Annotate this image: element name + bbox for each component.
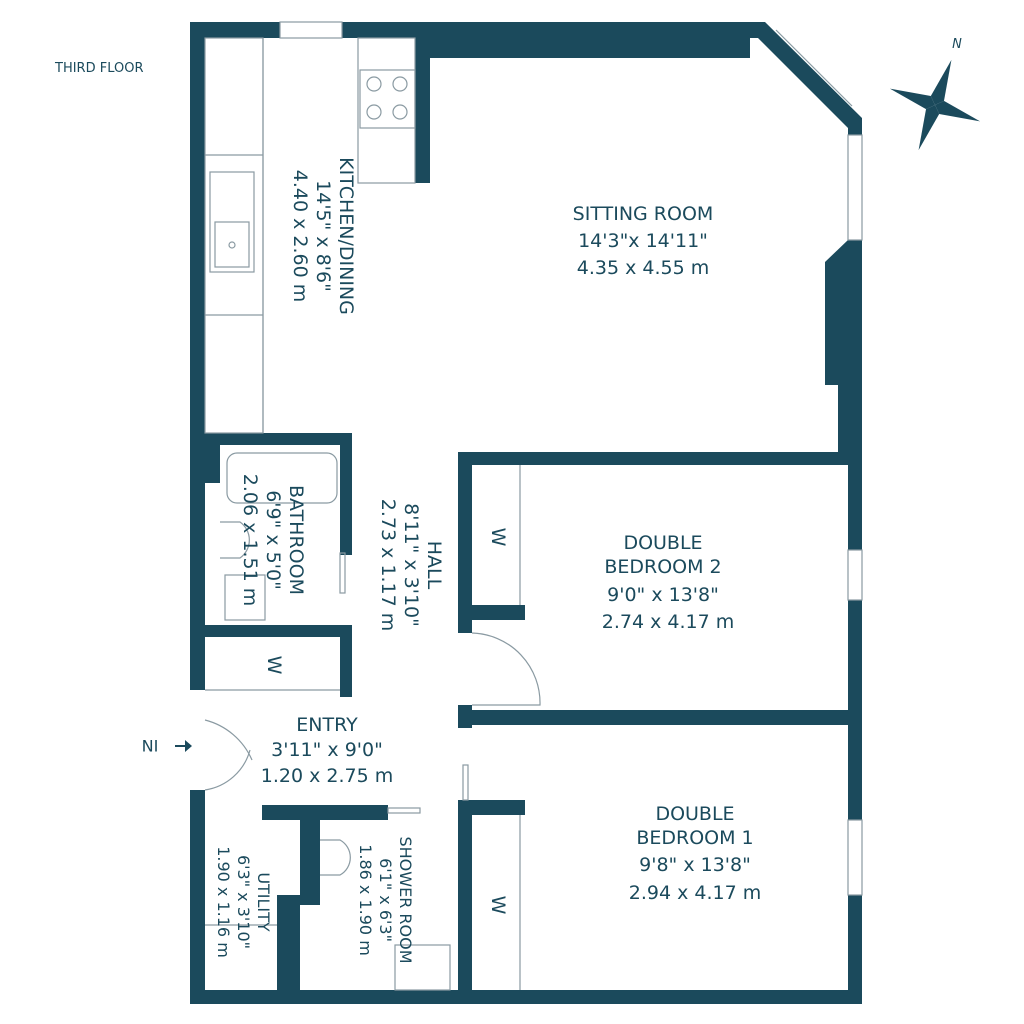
wardrobe-label-bedroom2: W (487, 528, 509, 547)
room-double-bedroom-1: DOUBLE BEDROOM 1 9'8" x 13'8" 2.94 x 4.1… (629, 803, 761, 904)
svg-text:UTILITY: UTILITY (254, 872, 273, 932)
compass-north-label: N (952, 37, 962, 52)
room-hall: HALL 8'11" x 3'10" 2.73 x 1.17 m (377, 499, 445, 631)
svg-text:2.73 x 1.17 m: 2.73 x 1.17 m (377, 499, 399, 631)
svg-text:BEDROOM 1: BEDROOM 1 (636, 827, 753, 849)
svg-text:DOUBLE: DOUBLE (655, 803, 734, 825)
svg-text:1.20 x 2.75 m: 1.20 x 2.75 m (261, 765, 393, 787)
room-utility: UTILITY 6'3" x 3'10" 1.90 x 1.16 m (214, 846, 273, 958)
bath-icon (226, 452, 338, 504)
entrance-label: IN (142, 736, 159, 755)
compass-icon (889, 59, 981, 151)
room-sitting-room: SITTING ROOM 14'3"x 14'11" 4.35 x 4.55 m (573, 203, 714, 279)
svg-text:6'9" x 5'0": 6'9" x 5'0" (262, 490, 284, 590)
svg-text:8'11" x 3'10": 8'11" x 3'10" (400, 503, 422, 627)
svg-text:14'5" x 8'6": 14'5" x 8'6" (312, 180, 334, 292)
svg-text:6'3" x 3'10": 6'3" x 3'10" (234, 855, 253, 949)
entrance-arrow-icon (175, 740, 192, 752)
svg-text:1.86 x 1.90 m: 1.86 x 1.90 m (356, 844, 375, 956)
svg-text:9'0" x 13'8": 9'0" x 13'8" (607, 584, 719, 606)
svg-text:KITCHEN/DINING: KITCHEN/DINING (335, 157, 357, 315)
hob-icon (359, 69, 416, 129)
svg-text:4.35 x 4.55 m: 4.35 x 4.55 m (577, 257, 709, 279)
fixtures (204, 21, 863, 991)
wardrobe-label-entry: W (263, 656, 285, 675)
walls (190, 22, 862, 1004)
room-entry: ENTRY 3'11" x 9'0" 1.20 x 2.75 m (261, 714, 393, 787)
room-double-bedroom-2: DOUBLE BEDROOM 2 9'0" x 13'8" 2.74 x 4.1… (602, 532, 734, 633)
wardrobe-label-bedroom1: W (487, 896, 509, 915)
floor-label: THIRD FLOOR (54, 61, 143, 76)
svg-text:SITTING ROOM: SITTING ROOM (573, 203, 714, 225)
room-shower-room: SHOWER ROOM 6'1" x 6'3" 1.86 x 1.90 m (356, 836, 415, 963)
svg-text:2.74 x 4.17 m: 2.74 x 4.17 m (602, 611, 734, 633)
svg-text:9'8" x 13'8": 9'8" x 13'8" (639, 854, 751, 876)
svg-text:2.94 x 4.17 m: 2.94 x 4.17 m (629, 882, 761, 904)
sink-icon (209, 171, 255, 273)
svg-text:3'11" x 9'0": 3'11" x 9'0" (271, 739, 383, 761)
svg-text:6'1" x 6'3": 6'1" x 6'3" (376, 858, 395, 942)
svg-text:1.90 x 1.16 m: 1.90 x 1.16 m (214, 846, 233, 958)
svg-text:BATHROOM: BATHROOM (285, 485, 307, 595)
svg-text:SHOWER ROOM: SHOWER ROOM (396, 836, 415, 963)
svg-text:14'3"x 14'11": 14'3"x 14'11" (578, 230, 708, 252)
basin-icon (224, 574, 266, 621)
svg-text:DOUBLE: DOUBLE (623, 532, 702, 554)
svg-text:4.40 x 2.60 m: 4.40 x 2.60 m (289, 170, 311, 302)
toilet-icon (220, 521, 250, 559)
room-kitchen-dining: KITCHEN/DINING 14'5" x 8'6" 4.40 x 2.60 … (289, 157, 357, 315)
room-bathroom: BATHROOM 6'9" x 5'0" 2.06 x 1.51 m (239, 474, 307, 606)
svg-text:HALL: HALL (423, 541, 445, 590)
svg-text:ENTRY: ENTRY (296, 714, 358, 736)
svg-text:BEDROOM 2: BEDROOM 2 (604, 556, 721, 578)
svg-text:2.06 x 1.51 m: 2.06 x 1.51 m (239, 474, 261, 606)
